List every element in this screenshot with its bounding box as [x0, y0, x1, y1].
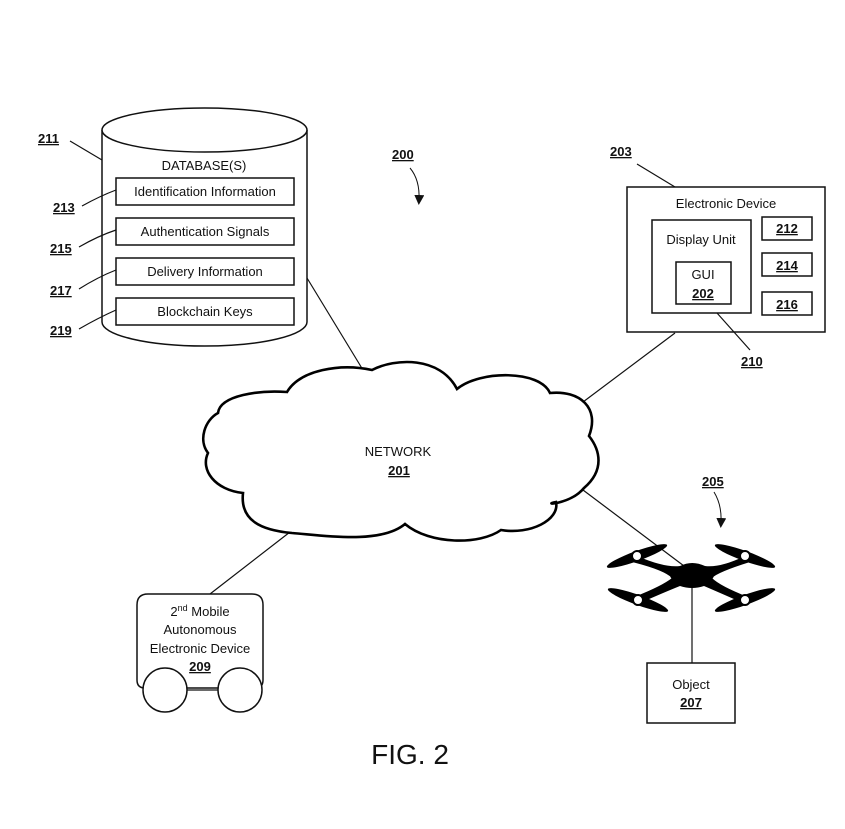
link-network-drone	[582, 489, 693, 573]
wheel	[142, 667, 188, 713]
svg-text:216: 216	[776, 297, 798, 312]
leader-line	[78, 309, 117, 330]
module-box: 216	[761, 291, 813, 316]
mobile-device-line3: Electronic Device	[150, 641, 250, 656]
database-entry: Identification Information	[115, 177, 295, 206]
gui-ref: 202	[692, 286, 714, 301]
wheel	[217, 667, 263, 713]
pointer-arrow	[713, 491, 727, 528]
ref-label-database: 211	[38, 131, 59, 146]
leader-line	[716, 312, 751, 351]
ref-label-drone: 205	[702, 474, 724, 489]
database-entry: Delivery Information	[115, 257, 295, 286]
svg-text:Authentication Signals: Authentication Signals	[141, 224, 270, 239]
leader-line	[69, 140, 103, 161]
ref-label-system: 200	[392, 147, 414, 162]
quadcopter-drone-icon	[606, 544, 776, 612]
database-entry: Authentication Signals	[115, 217, 295, 246]
leader-line	[81, 189, 117, 207]
pointer-arrow	[409, 167, 425, 205]
leader-line	[78, 269, 117, 290]
object-label: Object	[672, 677, 710, 692]
svg-text:Delivery Information: Delivery Information	[147, 264, 263, 279]
database-entry: Blockchain Keys	[115, 297, 295, 326]
database-entry-list: Identification Information Authenticatio…	[115, 177, 295, 326]
figure-caption: FIG. 2	[371, 739, 449, 770]
device-title: Electronic Device	[676, 196, 776, 211]
ref-label-entry: 215	[50, 241, 72, 256]
svg-text:Identification Information: Identification Information	[134, 184, 276, 199]
display-unit: Display Unit GUI 202	[651, 219, 752, 314]
database-title: DATABASE(S)	[162, 158, 247, 173]
ref-label-entry: 213	[53, 200, 75, 215]
object-ref: 207	[680, 695, 702, 710]
electronic-device: Electronic Device Display Unit GUI 202 2…	[626, 186, 826, 333]
svg-text:214: 214	[776, 258, 798, 273]
mobile-device-line1: 2nd Mobile	[170, 603, 229, 619]
mobile-autonomous-device: 2nd Mobile Autonomous Electronic Device …	[136, 593, 264, 713]
network-cloud: NETWORK 201	[202, 360, 600, 542]
leader-line	[78, 229, 117, 248]
network-label: NETWORK	[365, 444, 432, 459]
mobile-device-line2: Autonomous	[164, 622, 237, 637]
link-database-network	[306, 277, 364, 371]
mobile-device-ref: 209	[189, 659, 211, 674]
link-device-network	[574, 332, 676, 409]
module-box: 212	[761, 216, 813, 241]
svg-text:212: 212	[776, 221, 798, 236]
ref-label-entry: 219	[50, 323, 72, 338]
svg-text:Blockchain Keys: Blockchain Keys	[157, 304, 253, 319]
gui: GUI 202	[675, 261, 732, 305]
network-ref: 201	[388, 463, 410, 478]
object-box: Object 207	[646, 662, 736, 724]
gui-label: GUI	[691, 267, 714, 282]
leader-line	[636, 163, 676, 188]
ref-label-display-unit: 210	[741, 354, 763, 369]
link-network-mobile	[209, 531, 291, 595]
display-unit-label: Display Unit	[666, 232, 736, 247]
ref-label-entry: 217	[50, 283, 72, 298]
module-box: 214	[761, 252, 813, 277]
ref-label-device: 203	[610, 144, 632, 159]
